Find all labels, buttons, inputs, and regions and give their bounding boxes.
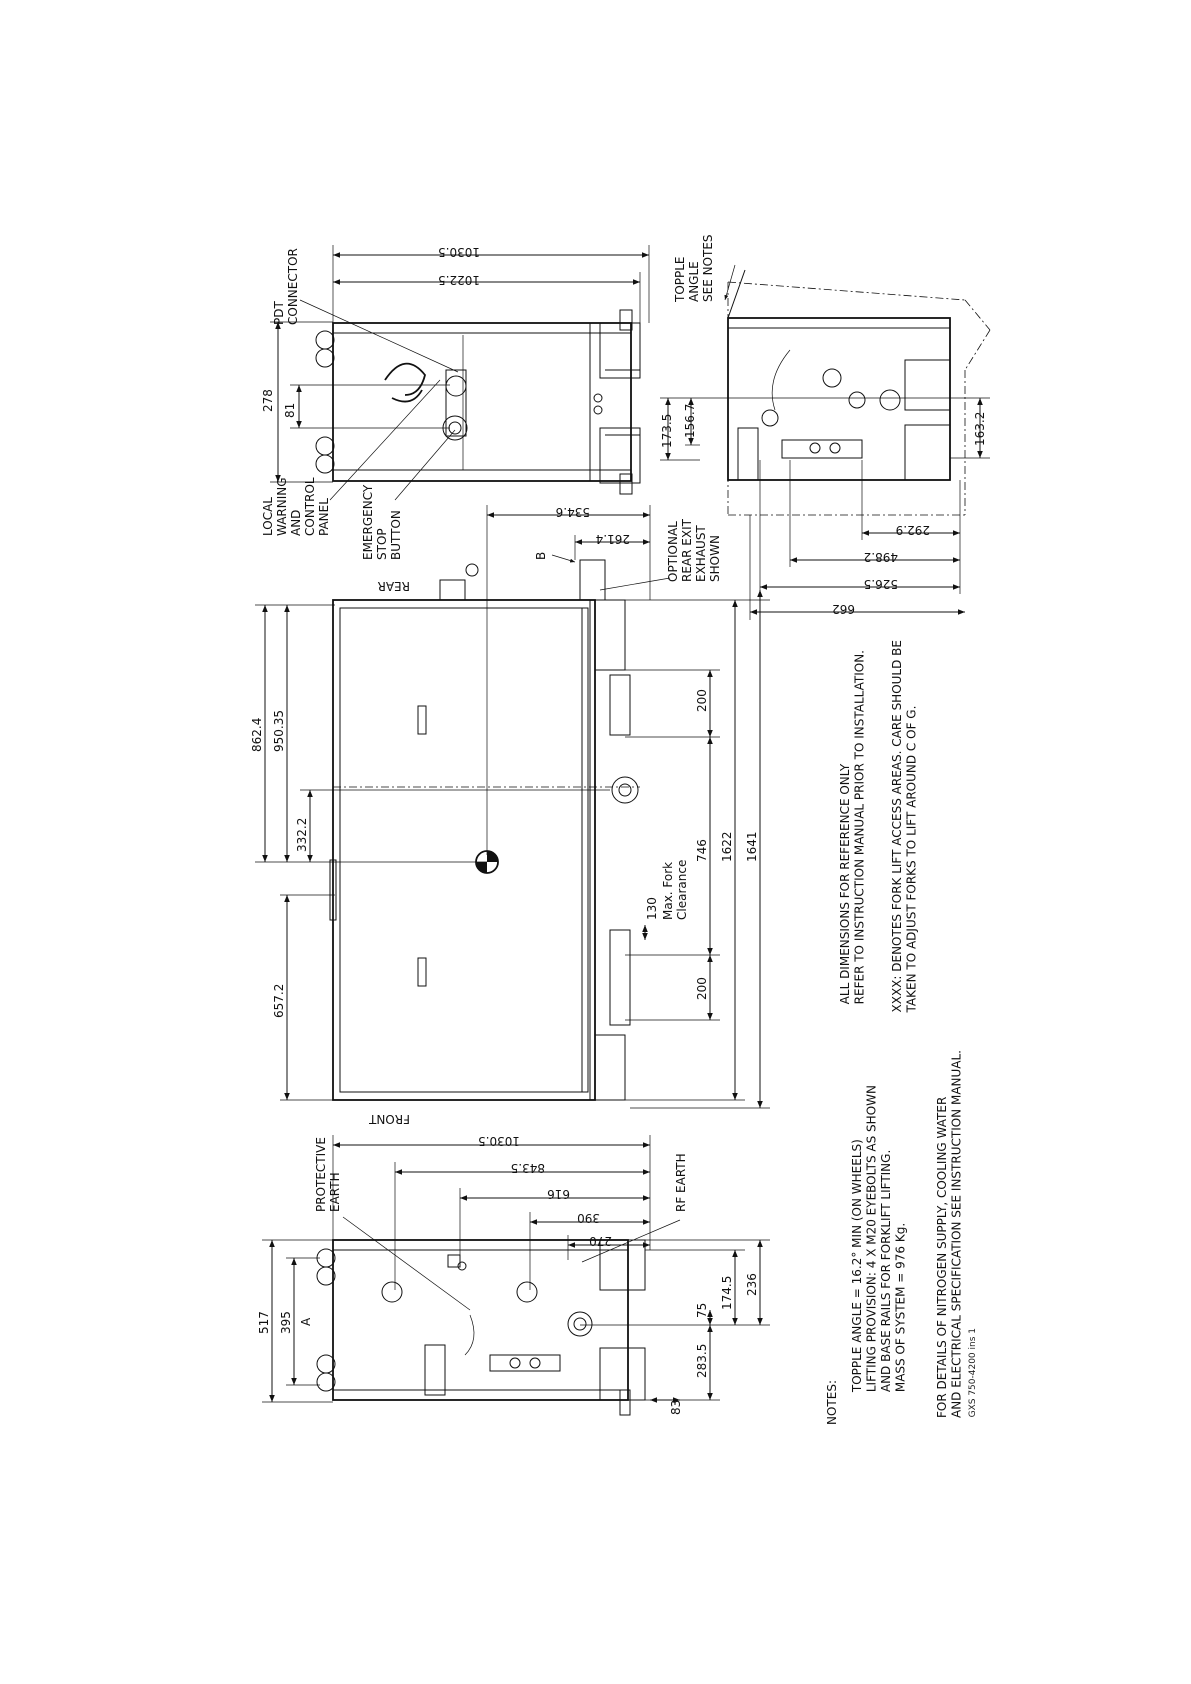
dim-283-5: 283.5 [695, 1344, 709, 1378]
svg-text:STOP: STOP [375, 528, 389, 560]
dim-130: 130 [645, 897, 659, 920]
optional-exhaust-label: OPTIONAL REAR EXIT EXHAUST SHOWN [666, 518, 722, 582]
drawing-reference: GXS 750-4200 ins 1 [968, 1328, 978, 1418]
svg-text:PANEL: PANEL [317, 498, 331, 536]
svg-text:CONTROL: CONTROL [303, 477, 317, 536]
protective-earth-label: PROTECTIVE EARTH [314, 1137, 342, 1212]
svg-text:SEE NOTES: SEE NOTES [701, 234, 715, 302]
local-warning-panel-label: LOCAL WARNING AND CONTROL PANEL [261, 477, 331, 536]
notes-topple: TOPPLE ANGLE = 16.2° MIN (ON WHEELS) LIF… [850, 1085, 908, 1393]
dim-1030-5-top: 1030.5 [438, 245, 480, 259]
dim-200-b: 200 [695, 977, 709, 1000]
dim-616: 616 [547, 1187, 570, 1201]
dim-662: 662 [832, 602, 855, 616]
svg-text:SHOWN: SHOWN [708, 535, 722, 582]
dim-390: 390 [577, 1211, 600, 1225]
dim-843-5: 843.5 [511, 1161, 545, 1175]
svg-text:TOPPLE: TOPPLE [673, 256, 687, 303]
front-end-view [316, 1239, 646, 1416]
svg-text:PDT: PDT [272, 301, 286, 325]
dim-1622: 1622 [720, 831, 734, 862]
rf-earth-label: RF EARTH [674, 1153, 688, 1212]
pdt-connector-label: PDT CONNECTOR [272, 248, 300, 325]
label-a: A [299, 1317, 313, 1326]
dim-534-6: 534.6 [556, 505, 590, 519]
svg-text:EXHAUST: EXHAUST [694, 525, 708, 582]
svg-text:Max. Fork: Max. Fork [661, 862, 675, 920]
dim-862-4: 862.4 [250, 718, 264, 752]
dim-332-2: 332.2 [295, 818, 309, 852]
label-b: B [534, 552, 548, 560]
dim-657-2: 657.2 [272, 984, 286, 1018]
emergency-stop-label: EMERGENCY STOP BUTTON [361, 484, 403, 560]
svg-text:REAR EXIT: REAR EXIT [680, 518, 694, 582]
svg-text:WARNING: WARNING [275, 477, 289, 536]
dim-261-4: 261.4 [596, 532, 630, 546]
svg-text:Clearance: Clearance [675, 860, 689, 920]
dim-1022-5: 1022.5 [438, 273, 480, 287]
svg-text:OPTIONAL: OPTIONAL [666, 521, 680, 582]
svg-text:PROTECTIVE: PROTECTIVE [314, 1137, 328, 1212]
dim-746: 746 [695, 839, 709, 862]
dim-278: 278 [261, 389, 275, 412]
svg-text:EMERGENCY: EMERGENCY [361, 484, 375, 560]
dim-236: 236 [745, 1273, 759, 1296]
dim-950-35: 950.35 [272, 710, 286, 752]
topple-angle-label: TOPPLE ANGLE SEE NOTES [673, 234, 715, 303]
dim-1641: 1641 [745, 831, 759, 862]
svg-text:ANGLE: ANGLE [687, 261, 701, 302]
dim-174-5: 174.5 [720, 1276, 734, 1310]
notes-details: FOR DETAILS OF NITROGEN SUPPLY, COOLING … [935, 1050, 964, 1419]
main-side-view [329, 559, 640, 1101]
dim-200-a: 200 [695, 689, 709, 712]
svg-text:EARTH: EARTH [328, 1172, 342, 1212]
dim-270: 270 [589, 1234, 612, 1248]
notes-forklift: XXXX: DENOTES FORK LIFT ACCESS AREAS. CA… [890, 640, 919, 1013]
notes-reference: ALL DIMENSIONS FOR REFERENCE ONLY REFER … [838, 650, 867, 1005]
label-rear: REAR [378, 579, 410, 593]
dim-75: 75 [695, 1303, 709, 1318]
label-front: FRONT [368, 1112, 410, 1126]
dim-156-7: 156.7 [683, 404, 697, 438]
dim-498-2: 498.2 [864, 550, 898, 564]
dim-1030-5-left: 1030.5 [478, 1134, 520, 1148]
dim-517: 517 [257, 1311, 271, 1334]
svg-text:CONNECTOR: CONNECTOR [286, 248, 300, 325]
svg-text:LOCAL: LOCAL [261, 497, 275, 536]
side-view-right [727, 269, 991, 516]
dim-81: 81 [283, 403, 297, 418]
dim-526-5: 526.5 [864, 577, 898, 591]
dim-83: 83 [669, 1400, 683, 1415]
max-fork-clearance-label: Max. Fork Clearance [661, 860, 689, 920]
svg-text:BUTTON: BUTTON [389, 510, 403, 560]
dim-173-5: 173.5 [660, 414, 674, 448]
dim-163-2: 163.2 [973, 412, 987, 446]
dim-395: 395 [279, 1311, 293, 1334]
rear-end-view [315, 309, 641, 495]
notes-heading: NOTES: [825, 1380, 839, 1425]
svg-text:AND: AND [289, 510, 303, 536]
dim-292-9: 292.9 [896, 523, 930, 537]
